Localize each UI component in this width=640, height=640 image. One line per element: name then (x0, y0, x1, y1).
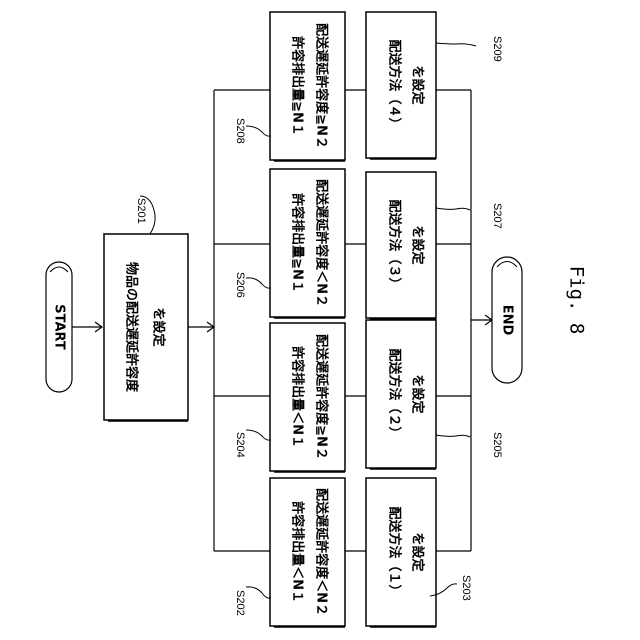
condition-c3-line1: 許容排出量≧N１ (290, 193, 306, 293)
set-tolerance-box: 物品の配送遅延許容度 を設定 (104, 234, 188, 421)
step-label-s201: S201 (135, 198, 147, 224)
step-label-s204: S204 (234, 432, 246, 458)
leader-s208 (246, 126, 271, 136)
method-box-m1: 配送方法（１） を設定 (366, 478, 436, 627)
method-m4-line1: 配送方法（４） (387, 39, 403, 130)
method-box-m3: 配送方法（３） を設定 (366, 172, 436, 319)
leader-s206 (246, 278, 271, 288)
method-m2-line2: を設定 (410, 374, 426, 413)
step-label-s209: S209 (491, 36, 503, 62)
condition-box-c1: 許容排出量＜N１ 配送遅延許容度＜N２ (270, 478, 345, 627)
step-label-s202: S202 (234, 590, 246, 616)
condition-c2-line1: 許容排出量＜N１ (290, 346, 306, 448)
method-m1-line1: 配送方法（１） (387, 506, 403, 597)
method-box-m2: 配送方法（２） を設定 (366, 320, 436, 469)
step-label-s203: S203 (460, 575, 472, 601)
leader-s205 (436, 435, 470, 437)
condition-c4-line2: 配送遅延許容度≧N２ (314, 23, 330, 149)
leader-s204 (246, 430, 271, 440)
set-tolerance-line2: を設定 (151, 307, 167, 346)
step-label-s206: S206 (234, 272, 246, 298)
method-m1-line2: を設定 (410, 532, 426, 571)
condition-c4-line1: 許容排出量≧N１ (290, 36, 306, 136)
set-tolerance-line1: 物品の配送遅延許容度 (124, 262, 140, 393)
leader-s209 (436, 43, 476, 46)
end-label: END (500, 305, 515, 336)
leader-s202 (246, 587, 271, 598)
method-m4-line2: を設定 (410, 65, 426, 104)
condition-box-c2: 許容排出量＜N１ 配送遅延許容度≧N２ (270, 323, 345, 472)
condition-box-c3: 許容排出量≧N１ 配送遅延許容度＜N２ (270, 169, 345, 318)
method-m3-line2: を設定 (410, 225, 426, 264)
method-box-m4: 配送方法（４） を設定 (366, 12, 436, 159)
condition-c1-line2: 配送遅延許容度＜N２ (314, 488, 330, 616)
condition-c3-line2: 配送遅延許容度＜N２ (314, 179, 330, 307)
step-label-s205: S205 (491, 432, 503, 458)
start-label: START (52, 304, 67, 350)
method-m3-line1: 配送方法（３） (387, 199, 403, 290)
condition-c2-line2: 配送遅延許容度≧N２ (314, 334, 330, 460)
leader-s207 (436, 208, 470, 210)
step-label-s207: S207 (491, 203, 503, 229)
figure-caption: Fig. 8 (566, 266, 588, 335)
step-label-s208: S208 (234, 118, 246, 144)
start-terminal: START (46, 262, 72, 392)
condition-box-c4: 許容排出量≧N１ 配送遅延許容度≧N２ (270, 12, 345, 161)
condition-c1-line1: 許容排出量＜N１ (290, 501, 306, 603)
end-terminal: END (492, 257, 522, 383)
method-m2-line1: 配送方法（２） (387, 348, 403, 439)
